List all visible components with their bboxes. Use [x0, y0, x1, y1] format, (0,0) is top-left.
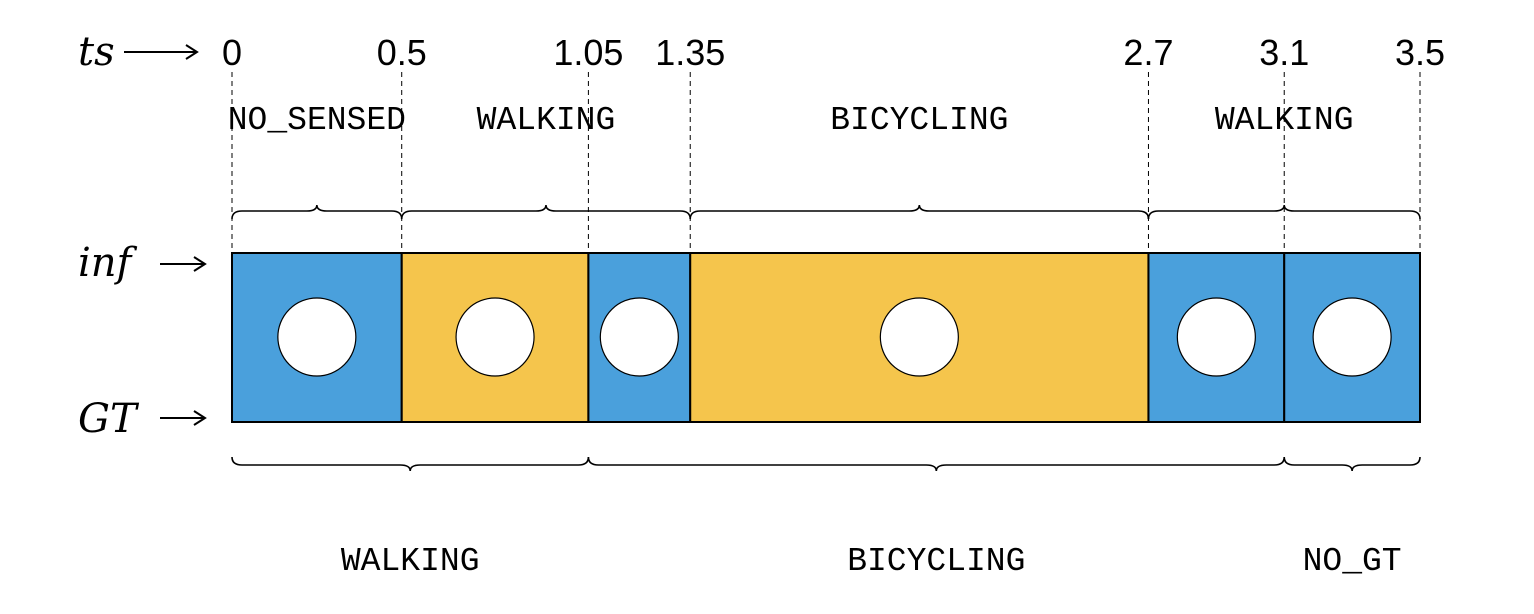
timestamp-label: 3.5: [1395, 32, 1445, 73]
inferred-brace: [689, 204, 1150, 220]
ground-truth-sections: WALKING BICYCLING NO_GT: [231, 456, 1421, 580]
ts-label: ts: [78, 29, 115, 75]
segment-circle-icon: [879, 297, 959, 377]
inferred-mode-label: WALKING: [477, 102, 616, 139]
ground-truth-mode-label: WALKING: [341, 543, 480, 580]
timestamp-label: 1.05: [553, 32, 623, 73]
timestamp-label: 1.35: [655, 32, 725, 73]
timestamp-label: 0: [222, 32, 242, 73]
inferred-mode-label: NO_SENSED: [228, 102, 406, 139]
timestamp-label: 0.5: [377, 32, 427, 73]
inferred-mode-label: BICYCLING: [830, 102, 1008, 139]
gt-row-label: GT: [78, 396, 207, 442]
ts-arrow-icon: [124, 44, 199, 60]
segment-circle-icon: [599, 297, 679, 377]
inf-label: inf: [78, 240, 138, 286]
timestamp-labels: 0 0.5 1.05 1.35 2.7 3.1 3.5: [222, 32, 1445, 73]
segment-circle-icon: [1176, 297, 1256, 377]
gt-arrow-icon: [160, 410, 207, 426]
ground-truth-brace: [587, 456, 1286, 472]
inferred-brace: [1147, 204, 1421, 220]
ground-truth-mode-label: NO_GT: [1303, 543, 1402, 580]
ground-truth-brace: [231, 456, 590, 472]
timestamp-label: 2.7: [1123, 32, 1173, 73]
segment-block: [1283, 252, 1421, 423]
ts-row-label: ts: [78, 29, 199, 75]
inf-arrow-icon: [160, 256, 207, 272]
segment-circle-icon: [277, 297, 357, 377]
ground-truth-brace: [1283, 456, 1421, 472]
segment-bar: [231, 252, 1421, 423]
inferred-brace: [231, 204, 403, 220]
segment-circle-icon: [1312, 297, 1392, 377]
timestamp-label: 3.1: [1259, 32, 1309, 73]
inferred-mode-label: WALKING: [1215, 102, 1354, 139]
gt-label: GT: [78, 396, 140, 442]
segment-circle-icon: [455, 297, 535, 377]
inferred-brace: [400, 204, 692, 220]
ground-truth-mode-label: BICYCLING: [847, 543, 1025, 580]
inferred-sections: NO_SENSED WALKING BICYCLING WALKING: [228, 102, 1421, 220]
inf-row-label: inf: [78, 240, 207, 286]
